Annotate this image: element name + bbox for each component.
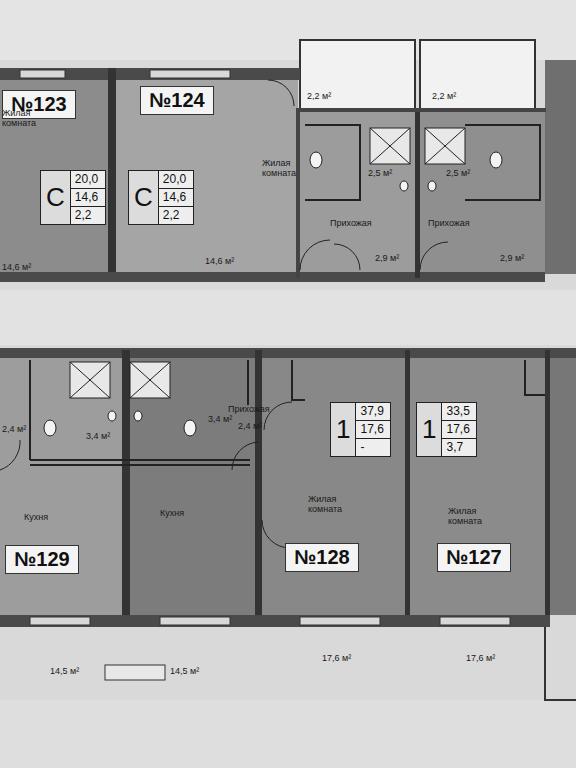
apartment-type: С — [41, 171, 70, 224]
room-label: 2,5 м² — [368, 168, 392, 178]
apartment-number-text: №127 — [446, 546, 502, 568]
apartment-type: 1 — [417, 403, 441, 456]
area-value: 3,7 — [442, 439, 476, 456]
area-value: 2,2 — [71, 207, 105, 224]
room-label: Прихожая — [228, 404, 270, 414]
room-label: Жилая комната — [448, 506, 490, 526]
room-label: 2,4 м² — [2, 424, 26, 434]
apartment-number: №127 — [437, 543, 511, 572]
apartment-number-text: №128 — [294, 546, 350, 568]
room-label: Прихожая — [428, 218, 470, 228]
area-value: 33,5 — [442, 403, 476, 421]
area-value: 20,0 — [71, 171, 105, 189]
apartment-number-text: №129 — [14, 548, 70, 570]
area-value: 2,2 — [159, 207, 193, 224]
area-value: 20,0 — [159, 171, 193, 189]
room-label: 14,6 м² — [205, 256, 234, 266]
area-table: С20,014,62,2 — [128, 170, 194, 225]
apartment-type: С — [129, 171, 158, 224]
apartment-number: №124 — [140, 86, 214, 115]
room-label: 2,9 м² — [375, 253, 399, 263]
room-label: 17,6 м² — [466, 653, 495, 663]
area-column: 33,517,63,7 — [441, 403, 476, 456]
room-label: 2,2 м² — [307, 91, 331, 101]
area-value: 14,6 — [71, 189, 105, 207]
area-table: С20,014,62,2 — [40, 170, 106, 225]
room-label: Кухня — [160, 508, 184, 518]
apartment-number-text: №124 — [149, 89, 205, 111]
room-label: Кухня — [24, 512, 48, 522]
area-value: 17,6 — [442, 421, 476, 439]
apartment-number: №128 — [285, 543, 359, 572]
room-label: 2,2 м² — [432, 91, 456, 101]
room-label: 14,5 м² — [50, 666, 79, 676]
room-label: 3,4 м² — [208, 414, 232, 424]
room-label: Жилая комната — [2, 108, 42, 128]
room-label: 2,5 м² — [446, 168, 470, 178]
area-table: 133,517,63,7 — [416, 402, 477, 457]
area-value: 14,6 — [159, 189, 193, 207]
room-label: 2,9 м² — [500, 253, 524, 263]
room-label: 17,6 м² — [322, 653, 351, 663]
area-table: 137,917,6- — [330, 402, 391, 457]
area-value: 17,6 — [356, 421, 390, 439]
room-label: 14,6 м² — [2, 262, 31, 272]
apartment-number: №129 — [5, 545, 79, 574]
room-label: 14,5 м² — [170, 666, 199, 676]
room-label: 2,4 м² — [238, 421, 262, 431]
area-column: 20,014,62,2 — [158, 171, 193, 224]
area-value: 37,9 — [356, 403, 390, 421]
room-label: 3,4 м² — [86, 431, 110, 441]
room-label: Прихожая — [330, 218, 372, 228]
area-value: - — [356, 439, 390, 456]
area-column: 37,917,6- — [355, 403, 390, 456]
apartment-type: 1 — [331, 403, 355, 456]
room-label: Жилая комната — [262, 158, 304, 178]
area-column: 20,014,62,2 — [70, 171, 105, 224]
room-label: Жилая комната — [308, 494, 350, 514]
